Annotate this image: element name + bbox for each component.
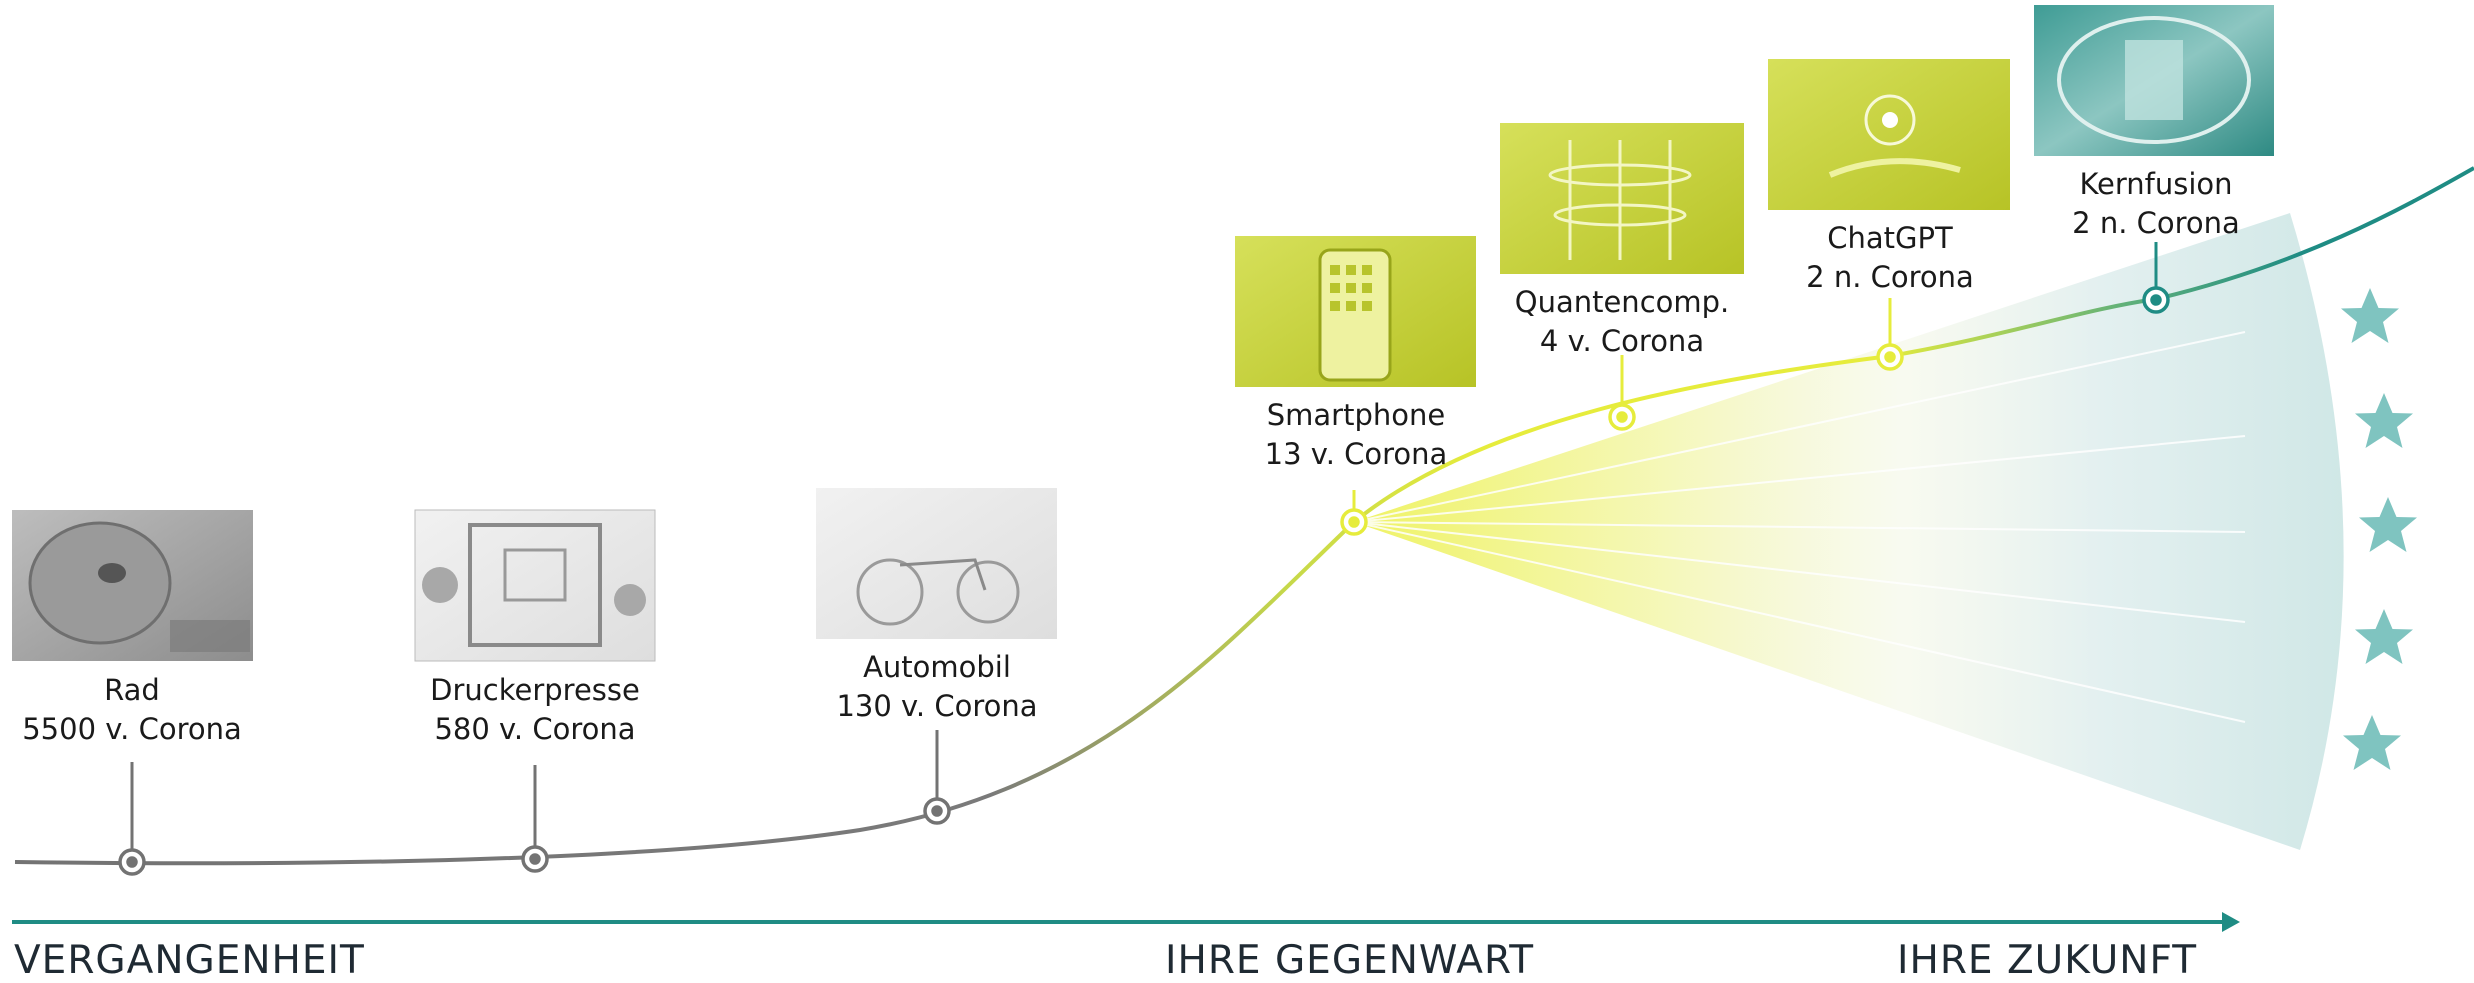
automobil-image xyxy=(816,488,1057,639)
druckerpresse-image xyxy=(414,509,656,662)
milestone-name: ChatGPT xyxy=(1827,221,1953,255)
chatgpt-marker xyxy=(1876,343,1904,371)
milestone-date: 2 n. Corona xyxy=(2072,206,2240,240)
time-axis xyxy=(12,912,2240,932)
quantencomp-marker xyxy=(1608,403,1636,431)
smartphone-image xyxy=(1235,236,1476,387)
star-icon xyxy=(2343,715,2401,770)
milestone-label-smartphone: Smartphone 13 v. Corona xyxy=(1265,396,1448,474)
milestone-label-automobil: Automobil 130 v. Corona xyxy=(836,648,1037,726)
star-icon xyxy=(2359,497,2417,552)
milestone-images xyxy=(12,5,2274,662)
smartphone-marker xyxy=(1340,508,1368,536)
milestone-label-kernfusion: Kernfusion 2 n. Corona xyxy=(2072,165,2240,243)
future-cone xyxy=(1354,213,2344,850)
milestone-name: Kernfusion xyxy=(2079,167,2233,201)
star-icon xyxy=(2355,393,2413,448)
milestone-label-chatgpt: ChatGPT 2 n. Corona xyxy=(1806,219,1974,297)
quantencomp-image xyxy=(1500,123,1744,274)
milestone-label-druckerpresse: Druckerpresse 580 v. Corona xyxy=(430,671,640,749)
milestone-label-quantencomp: Quantencomp. 4 v. Corona xyxy=(1515,283,1730,361)
rad-image xyxy=(12,510,253,661)
milestone-markers xyxy=(118,286,2170,876)
milestone-date: 580 v. Corona xyxy=(434,712,636,746)
future-stars xyxy=(2341,288,2417,770)
automobil-marker xyxy=(923,797,951,825)
milestone-date: 5500 v. Corona xyxy=(22,712,242,746)
milestone-date: 4 v. Corona xyxy=(1539,324,1705,358)
axis-label-present: IHRE GEGENWART xyxy=(1165,938,1535,983)
milestone-name: Druckerpresse xyxy=(430,673,640,707)
rad-marker xyxy=(118,848,146,876)
milestone-date: 130 v. Corona xyxy=(836,689,1038,723)
future-cone-rays xyxy=(1353,331,2246,723)
axis-label-future: IHRE ZUKUNFT xyxy=(1897,938,2198,983)
chatgpt-image xyxy=(1768,59,2010,210)
milestone-name: Quantencomp. xyxy=(1514,285,1730,319)
milestone-name: Automobil xyxy=(863,650,1011,684)
milestone-label-rad: Rad 5500 v. Corona xyxy=(22,671,242,749)
kernfusion-marker xyxy=(2142,286,2170,314)
kernfusion-image xyxy=(2034,5,2274,156)
star-icon xyxy=(2341,288,2399,343)
milestone-name: Rad xyxy=(104,673,160,707)
axis-label-past: VERGANGENHEIT xyxy=(14,938,365,983)
milestone-name: Smartphone xyxy=(1266,398,1446,432)
druckerpresse-marker xyxy=(521,845,549,873)
milestone-date: 13 v. Corona xyxy=(1264,437,1448,471)
milestone-date: 2 n. Corona xyxy=(1806,260,1974,294)
star-icon xyxy=(2355,609,2413,664)
